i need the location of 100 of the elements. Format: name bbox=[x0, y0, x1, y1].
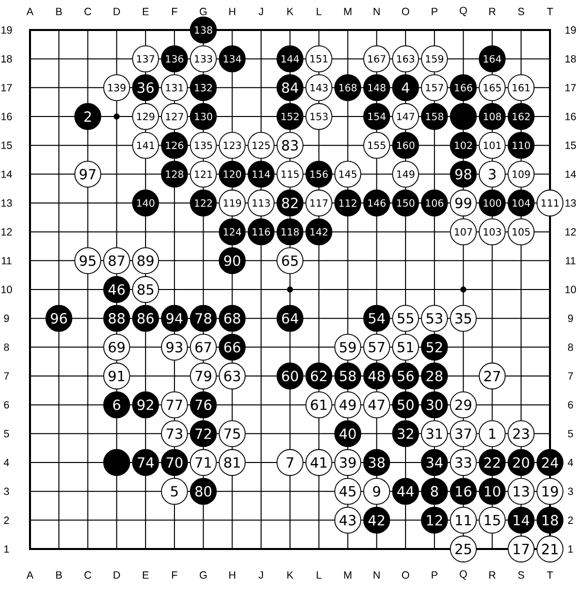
go-stone: 24 bbox=[536, 449, 564, 476]
go-stone: 21 bbox=[536, 536, 564, 562]
go-stone: 1 bbox=[478, 420, 506, 448]
go-stone: 120 bbox=[218, 160, 246, 188]
go-stone: 42 bbox=[363, 506, 390, 534]
go-stone: 95 bbox=[74, 247, 102, 274]
go-stone: 104 bbox=[508, 190, 535, 216]
row-label: 14 bbox=[565, 170, 576, 178]
go-stone: 133 bbox=[190, 45, 217, 72]
go-stone: 123 bbox=[218, 132, 246, 159]
go-stone: 92 bbox=[132, 391, 159, 418]
row-label: 19 bbox=[1, 26, 12, 34]
go-stone: 70 bbox=[161, 449, 188, 476]
go-stone: 40 bbox=[334, 420, 362, 448]
go-stone: 68 bbox=[218, 304, 246, 332]
go-stone: 103 bbox=[478, 218, 506, 246]
go-stone: 73 bbox=[161, 420, 188, 448]
go-stone: 108 bbox=[478, 103, 506, 130]
column-label: S bbox=[518, 8, 524, 16]
column-label: A bbox=[26, 8, 34, 16]
row-label: 14 bbox=[1, 170, 12, 178]
go-stone: 3 bbox=[478, 160, 506, 188]
column-label: F bbox=[172, 571, 178, 579]
row-label: 7 bbox=[568, 372, 573, 380]
go-stone: 126 bbox=[161, 132, 188, 159]
go-stone: 100 bbox=[478, 190, 506, 216]
go-stone: 102 bbox=[450, 132, 477, 159]
go-stone: 27 bbox=[478, 362, 506, 390]
go-stone: 168 bbox=[334, 74, 362, 102]
go-stone: 37 bbox=[450, 420, 477, 448]
row-label: 11 bbox=[2, 257, 12, 264]
go-stone: 145 bbox=[334, 160, 362, 188]
go-stone: 45 bbox=[334, 478, 362, 505]
go-stone: 35 bbox=[450, 304, 477, 332]
row-label: 1 bbox=[4, 545, 9, 553]
row-label: 15 bbox=[565, 142, 576, 149]
column-label: D bbox=[114, 8, 120, 16]
go-stone: 20 bbox=[508, 449, 535, 476]
go-stone: 9 bbox=[363, 478, 390, 505]
row-label: 9 bbox=[568, 314, 573, 322]
go-stone: 99 bbox=[450, 190, 477, 216]
go-stone: 96 bbox=[45, 304, 72, 332]
go-stone: 5 bbox=[161, 478, 188, 505]
go-stone: 90 bbox=[218, 247, 246, 274]
go-stone: 110 bbox=[508, 132, 535, 159]
go-stone: 150 bbox=[392, 190, 419, 216]
column-label: L bbox=[316, 8, 322, 16]
column-label: H bbox=[229, 571, 236, 579]
go-stone: 136 bbox=[161, 45, 188, 72]
go-stone: 88 bbox=[103, 304, 130, 332]
go-stone: 58 bbox=[334, 362, 362, 390]
go-stone: 43 bbox=[334, 506, 362, 534]
column-label: F bbox=[172, 8, 178, 16]
go-stone: 125 bbox=[248, 132, 275, 159]
go-stone: 109 bbox=[508, 160, 535, 188]
go-stone: 49 bbox=[334, 391, 362, 418]
column-label: R bbox=[489, 571, 496, 579]
go-stone: 15 bbox=[478, 506, 506, 534]
go-stone: 60 bbox=[276, 362, 304, 390]
go-stone: 116 bbox=[248, 218, 275, 246]
go-stone: 66 bbox=[218, 334, 246, 361]
go-stone: 149 bbox=[392, 160, 419, 188]
go-stone: 53 bbox=[420, 304, 448, 332]
go-stone: 69 bbox=[103, 334, 130, 361]
go-stone: 10 bbox=[478, 478, 506, 505]
row-label: 2 bbox=[568, 516, 573, 524]
row-label: 8 bbox=[4, 343, 9, 351]
row-label: 7 bbox=[4, 372, 9, 380]
go-stone: 57 bbox=[363, 334, 390, 361]
go-stone: 22 bbox=[478, 449, 506, 476]
go-stone: 118 bbox=[276, 218, 304, 246]
go-stone: 98 bbox=[450, 160, 477, 188]
go-stone: 105 bbox=[508, 218, 535, 246]
row-label: 11 bbox=[566, 257, 576, 264]
go-stone: 7 bbox=[276, 449, 304, 476]
go-stone: 164 bbox=[478, 45, 506, 72]
go-stone: 34 bbox=[420, 449, 448, 476]
go-stone: 132 bbox=[190, 74, 217, 102]
go-stone: 25 bbox=[450, 536, 477, 562]
go-stone: 117 bbox=[305, 190, 332, 216]
go-stone: 56 bbox=[392, 362, 419, 390]
row-label: 16 bbox=[565, 112, 576, 120]
go-stone: 38 bbox=[363, 449, 390, 476]
column-label: K bbox=[287, 571, 294, 579]
go-stone: 55 bbox=[392, 304, 419, 332]
go-stone: 106 bbox=[420, 190, 448, 216]
go-stone: 89 bbox=[132, 247, 159, 274]
go-stone: 167 bbox=[363, 45, 390, 72]
go-stone: 121 bbox=[190, 160, 217, 188]
go-stone: 146 bbox=[363, 190, 390, 216]
row-label: 15 bbox=[1, 142, 12, 149]
go-stone: 151 bbox=[305, 45, 332, 72]
go-stone: 81 bbox=[218, 449, 246, 476]
go-stone: 111 bbox=[536, 190, 564, 216]
go-stone: 76 bbox=[190, 391, 217, 418]
row-label: 18 bbox=[1, 55, 12, 63]
go-stone: 74 bbox=[132, 449, 159, 476]
go-stone: 63 bbox=[218, 362, 246, 390]
go-stone bbox=[103, 449, 130, 476]
go-stone: 29 bbox=[450, 391, 477, 418]
